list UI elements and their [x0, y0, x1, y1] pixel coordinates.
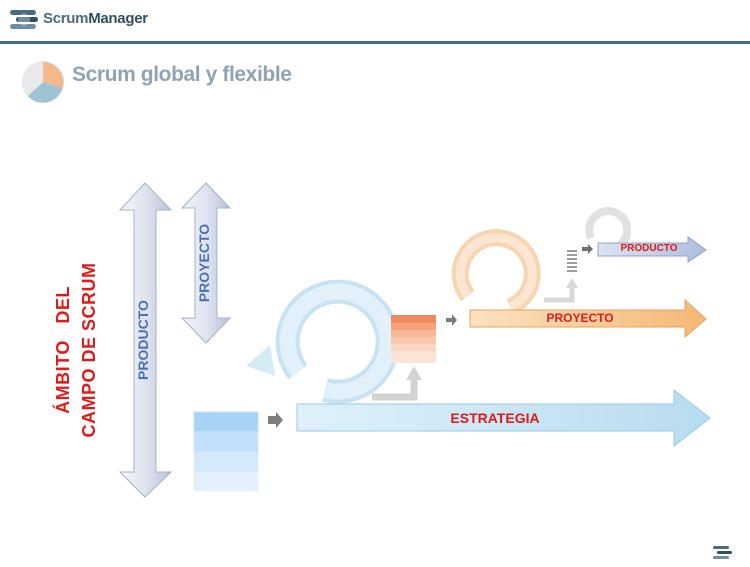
producto-horizontal-label: PRODUCTO — [620, 243, 678, 254]
proyecto-to-producto-connector — [544, 286, 575, 303]
header-divider — [0, 41, 750, 44]
producto-vertical-label: PRODUCTO — [135, 300, 151, 380]
proyecto-horizontal-label: PROYECTO — [546, 311, 614, 325]
scrummanager-logo-icon — [10, 10, 38, 29]
estrategia-backlog — [193, 411, 259, 492]
logo-wordmark-bold: Scrum — [43, 10, 89, 27]
scrummanager-logo[interactable]: ScrumManager — [8, 4, 158, 34]
proyecto-backlog — [391, 315, 436, 363]
producto-loop — [585, 207, 632, 249]
scope-label: ÁMBITO DEL CAMPO DE SCRUM — [50, 250, 110, 450]
header: ScrumManager — [0, 0, 750, 46]
proyecto-vertical-arrow — [180, 182, 232, 344]
logo-wordmark: ScrumManager — [43, 10, 148, 27]
scrummanager-footer-icon — [713, 546, 732, 559]
estrategia-small-arrow — [268, 412, 283, 428]
logo-wordmark-light: Manager — [88, 10, 148, 27]
scope-label-line2: CAMPO DE SCRUM — [79, 262, 99, 438]
proyecto-small-arrow — [446, 314, 457, 326]
estrategia-loop — [246, 279, 400, 404]
estrategia-to-proyecto-connector — [372, 378, 418, 401]
scope-label-line1: ÁMBITO DEL — [53, 286, 73, 414]
proyecto-vertical-label: PROYECTO — [196, 223, 212, 303]
proyecto-loop — [451, 229, 541, 315]
estrategia-arrow — [296, 388, 711, 448]
proyecto-arrow — [469, 298, 707, 339]
producto-small-arrow — [582, 244, 593, 254]
page-title: Scrum global y flexible — [72, 63, 292, 86]
estrategia-label: ESTRATEGIA — [450, 410, 540, 426]
producto-vertical-arrow — [118, 182, 173, 498]
producto-backlog — [567, 250, 577, 272]
pie-chart-icon — [22, 61, 64, 103]
producto-arrow — [597, 236, 707, 263]
